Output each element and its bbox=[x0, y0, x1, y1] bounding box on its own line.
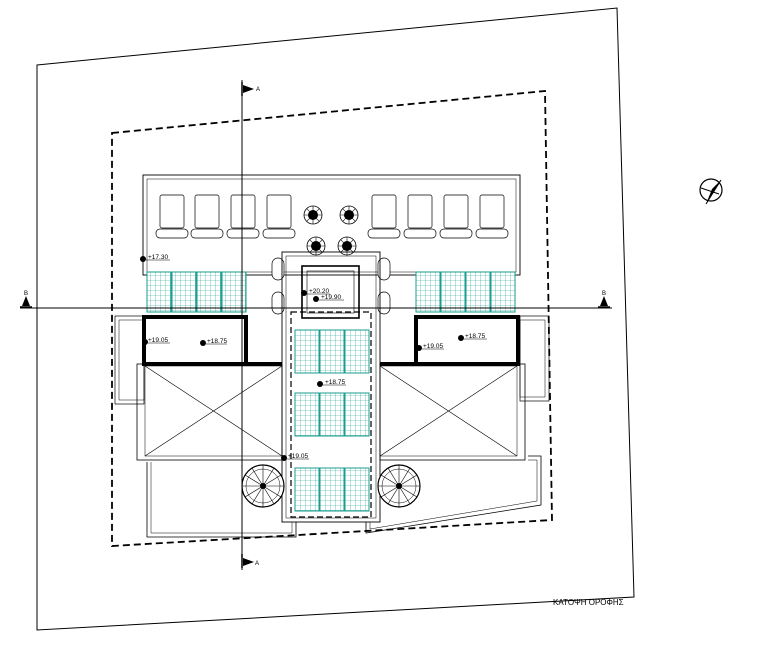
level-stair-roof: +19.90 bbox=[321, 294, 341, 301]
level-central-lower: +19.05 bbox=[288, 453, 308, 460]
section-line-b bbox=[20, 296, 612, 309]
central-dashed-zone bbox=[290, 311, 372, 518]
drawing-title: ΚΑΤΟΨΗ ΟΡΟΦΗΣ bbox=[553, 598, 624, 607]
upper-terrace-wall bbox=[142, 174, 521, 276]
level-left-roof: +19.05 bbox=[148, 337, 168, 344]
right-void bbox=[379, 363, 526, 461]
solar-panel-icon bbox=[294, 329, 370, 512]
section-b-right-label: B bbox=[602, 291, 606, 297]
section-line-a bbox=[241, 80, 254, 570]
spiral-stair-icon bbox=[241, 464, 285, 508]
lower-left-terrace bbox=[146, 462, 297, 538]
water-heater-icon bbox=[155, 194, 296, 239]
north-arrow-icon bbox=[699, 178, 723, 205]
section-a-bottom-label: A bbox=[255, 561, 259, 567]
lower-right-terrace bbox=[365, 455, 542, 534]
section-b-left-label: B bbox=[24, 291, 28, 297]
level-right-room: +18.75 bbox=[465, 333, 485, 340]
water-heater-icon bbox=[367, 194, 509, 239]
left-void bbox=[136, 363, 283, 461]
level-marker-icon bbox=[140, 256, 464, 461]
level-central-roof: +18.75 bbox=[325, 379, 345, 386]
level-left-room: +18.75 bbox=[207, 338, 227, 345]
plot-boundary bbox=[36, 7, 635, 631]
spiral-stair-icon bbox=[377, 464, 421, 508]
section-a-top-label: A bbox=[256, 87, 260, 93]
ac-fan-unit-icon bbox=[303, 205, 359, 256]
level-parapet-left: +17.30 bbox=[148, 254, 168, 261]
building-line bbox=[111, 90, 553, 547]
level-right-roof: +19.05 bbox=[423, 343, 443, 350]
solar-panel-icon bbox=[415, 271, 516, 313]
level-stair-top: +20.20 bbox=[309, 288, 329, 295]
right-room bbox=[414, 315, 520, 366]
solar-panel-icon bbox=[146, 271, 247, 313]
